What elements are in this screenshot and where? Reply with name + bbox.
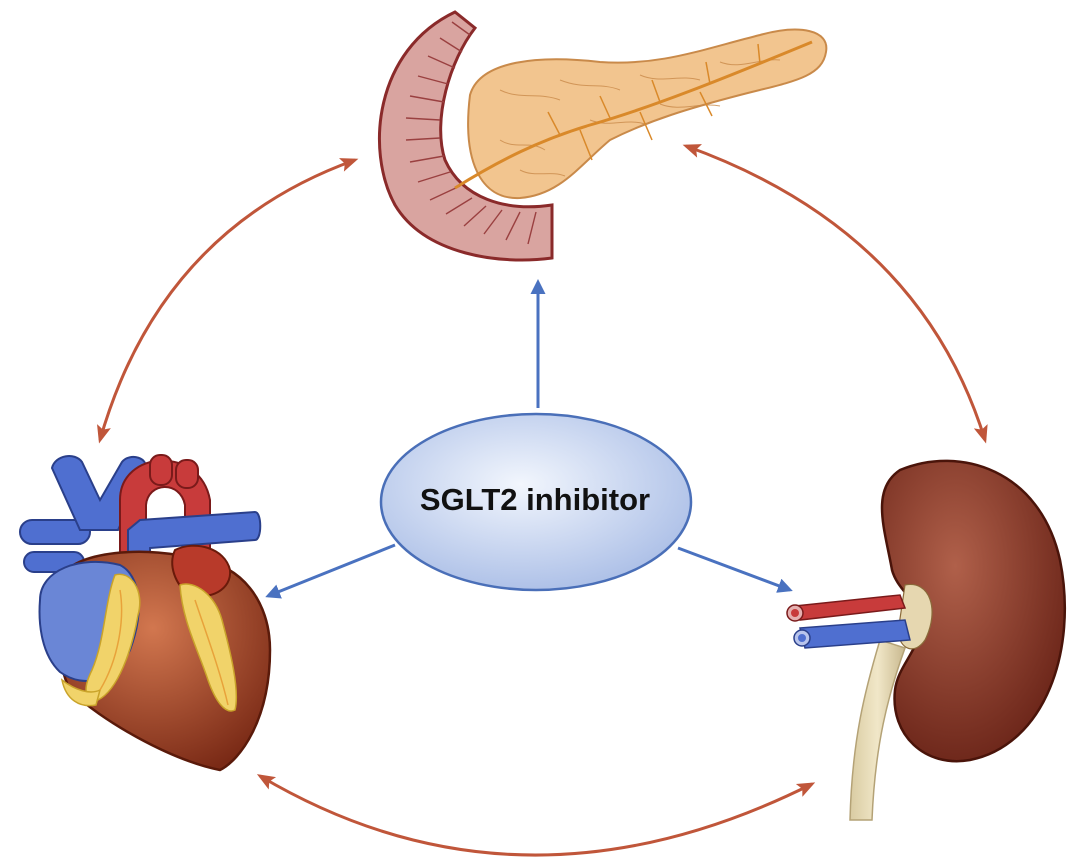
arrow-to-kidney	[677, 546, 793, 593]
arrow-heart-pancreas	[97, 158, 359, 444]
heart-icon	[19, 454, 272, 772]
kidney-icon	[786, 459, 1067, 821]
arrow-heart-kidney	[256, 774, 816, 857]
pancreas-icon	[378, 10, 828, 262]
sglt2-ellipse	[379, 412, 693, 592]
arrow-to-heart	[265, 543, 396, 599]
arrow-pancreas-kidney	[682, 144, 988, 444]
sglt2-inhibitor-label: SGLT2 inhibitor	[419, 482, 651, 517]
